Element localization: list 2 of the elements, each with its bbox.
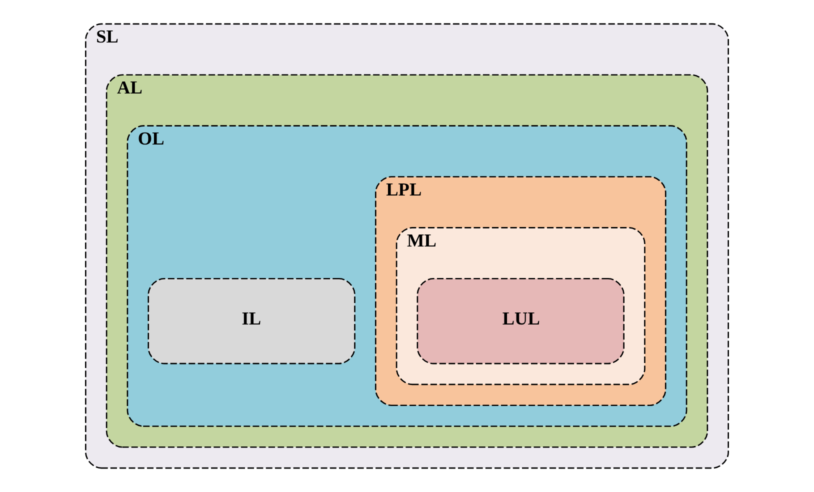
node-box: LUL [416,278,624,364]
node-box: IL [148,278,356,364]
